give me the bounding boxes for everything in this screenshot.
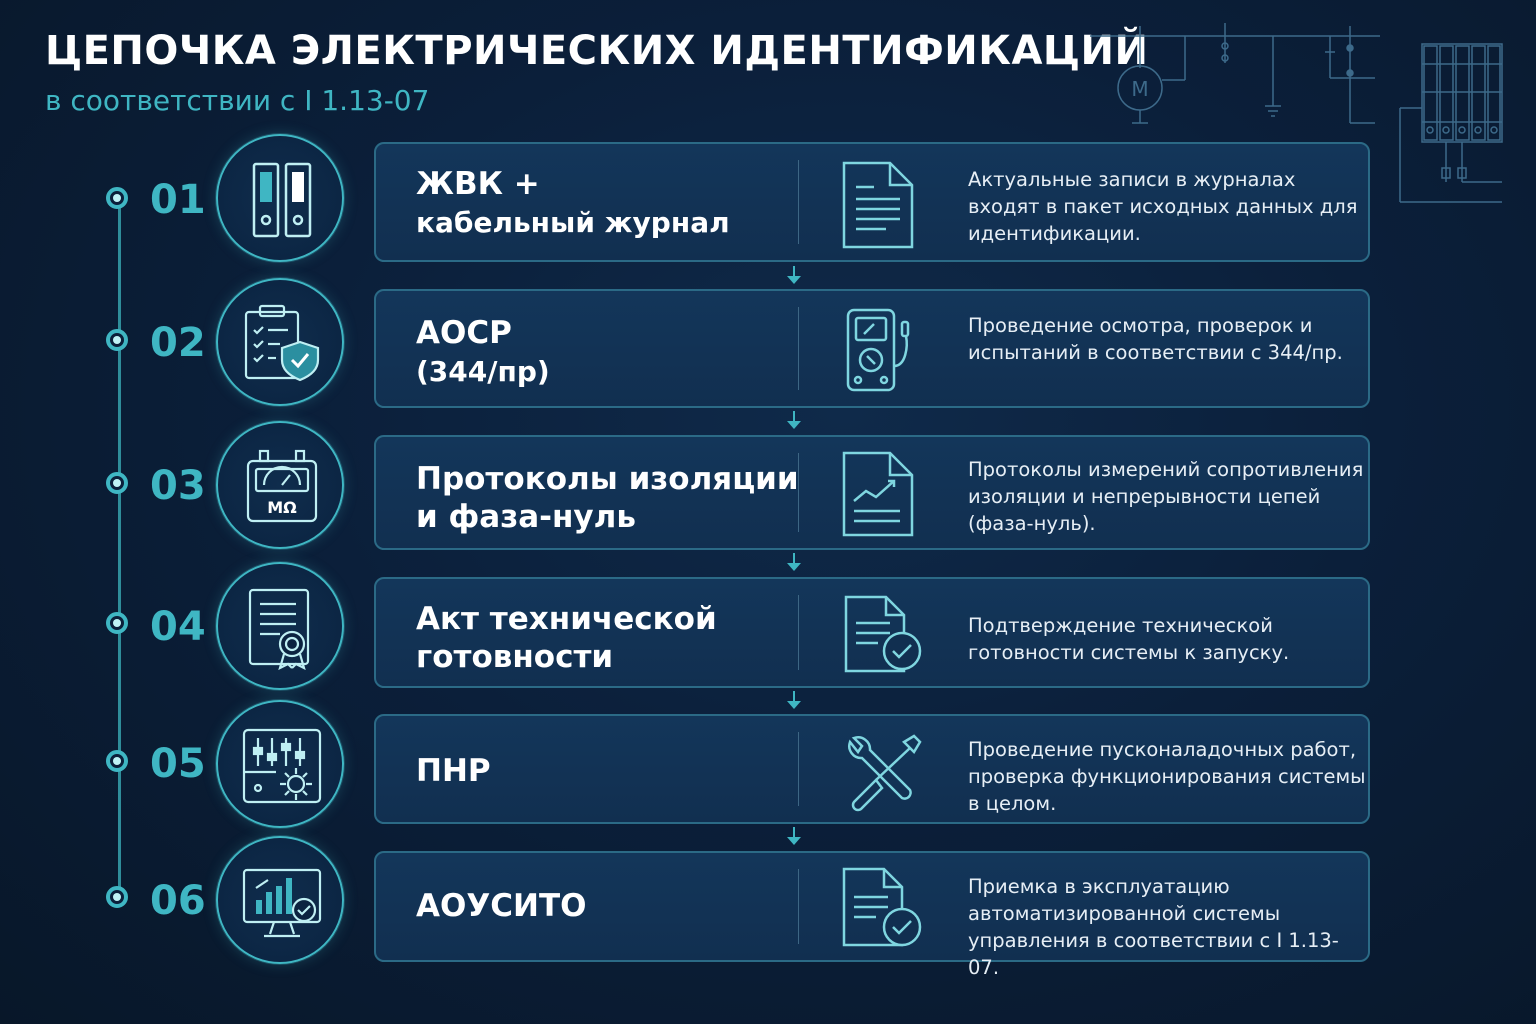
control-panel-gear-icon <box>242 728 322 804</box>
svg-text:M: M <box>1131 77 1148 101</box>
circuit-breaker-panel-icon <box>1399 43 1503 203</box>
timeline-dot <box>106 329 128 351</box>
binders-icon <box>252 162 312 238</box>
timeline-dot <box>106 472 128 494</box>
wrench-screwdriver-icon <box>848 734 922 812</box>
step-title: АОСР(344/пр) <box>416 315 550 388</box>
card-divider <box>798 732 799 806</box>
page-subtitle: в соответствии с I 1.13-07 <box>45 84 430 117</box>
step-icon-circle <box>216 278 344 406</box>
step-description: Проведение осмотра, проверок и испытаний… <box>968 314 1343 364</box>
arrow-down-icon <box>787 411 801 429</box>
step-icon-circle: MΩ <box>216 421 344 549</box>
step-title: ПНР <box>416 753 491 789</box>
step-description: Приемка в эксплуатацию автоматизированно… <box>968 875 1339 979</box>
timeline-dot <box>106 750 128 772</box>
step-card: АОУСИТО Приемка в эксплуатацию автоматиз… <box>374 851 1370 979</box>
arrow-down-icon <box>787 827 801 845</box>
multimeter-icon <box>846 308 910 392</box>
timeline-dot <box>106 612 128 634</box>
step-card: ПНР Проведение пусконаладочных работ, пр… <box>374 714 1370 824</box>
card-divider <box>798 869 799 944</box>
card-divider <box>798 307 799 390</box>
arrow-down-icon <box>787 553 801 571</box>
step-description: Подтверждение технической готовности сис… <box>968 614 1290 664</box>
document-check-icon <box>844 595 922 673</box>
certificate-icon <box>248 588 310 670</box>
timeline-dot <box>106 886 128 908</box>
step-description: Проведение пусконаладочных работ, провер… <box>968 738 1366 815</box>
step-icon-circle <box>216 836 344 964</box>
step-description: Протоколы измерений сопротивления изоляц… <box>968 458 1364 535</box>
document-chart-icon <box>842 451 914 537</box>
step-card: АОСР(344/пр) Проведение осмотра, проверо… <box>374 289 1370 408</box>
document-check-icon <box>842 867 922 947</box>
step-number: 03 <box>150 463 206 509</box>
step-icon-circle <box>216 562 344 690</box>
card-divider <box>798 453 799 532</box>
step-icon-circle <box>216 700 344 828</box>
step-icon-circle <box>216 134 344 262</box>
timeline-dot <box>106 187 128 209</box>
step-description: Актуальные записи в журналах входят в па… <box>968 168 1358 245</box>
step-card: ЖВК +кабельный журнал Актуальные записи … <box>374 142 1370 262</box>
step-number: 06 <box>150 878 206 924</box>
card-divider <box>798 595 799 670</box>
document-icon <box>842 161 914 249</box>
svg-text:MΩ: MΩ <box>267 498 297 517</box>
timeline-line <box>118 197 121 899</box>
step-title: АОУСИТО <box>416 888 587 924</box>
step-title: ЖВК +кабельный журнал <box>416 166 730 239</box>
megohmmeter-icon: MΩ <box>246 449 318 523</box>
schematic-diagram-icon: M <box>1090 23 1380 124</box>
step-number: 02 <box>150 320 206 366</box>
clipboard-shield-icon <box>244 304 320 382</box>
page-title: ЦЕПОЧКА ЭЛЕКТРИЧЕСКИХ ИДЕНТИФИКАЦИЙ <box>45 28 1149 74</box>
step-number: 05 <box>150 741 206 787</box>
step-number: 01 <box>150 177 206 223</box>
card-divider <box>798 160 799 244</box>
arrow-down-icon <box>787 266 801 284</box>
step-number: 04 <box>150 604 206 650</box>
monitor-chart-icon <box>242 868 322 938</box>
arrow-down-icon <box>787 691 801 709</box>
